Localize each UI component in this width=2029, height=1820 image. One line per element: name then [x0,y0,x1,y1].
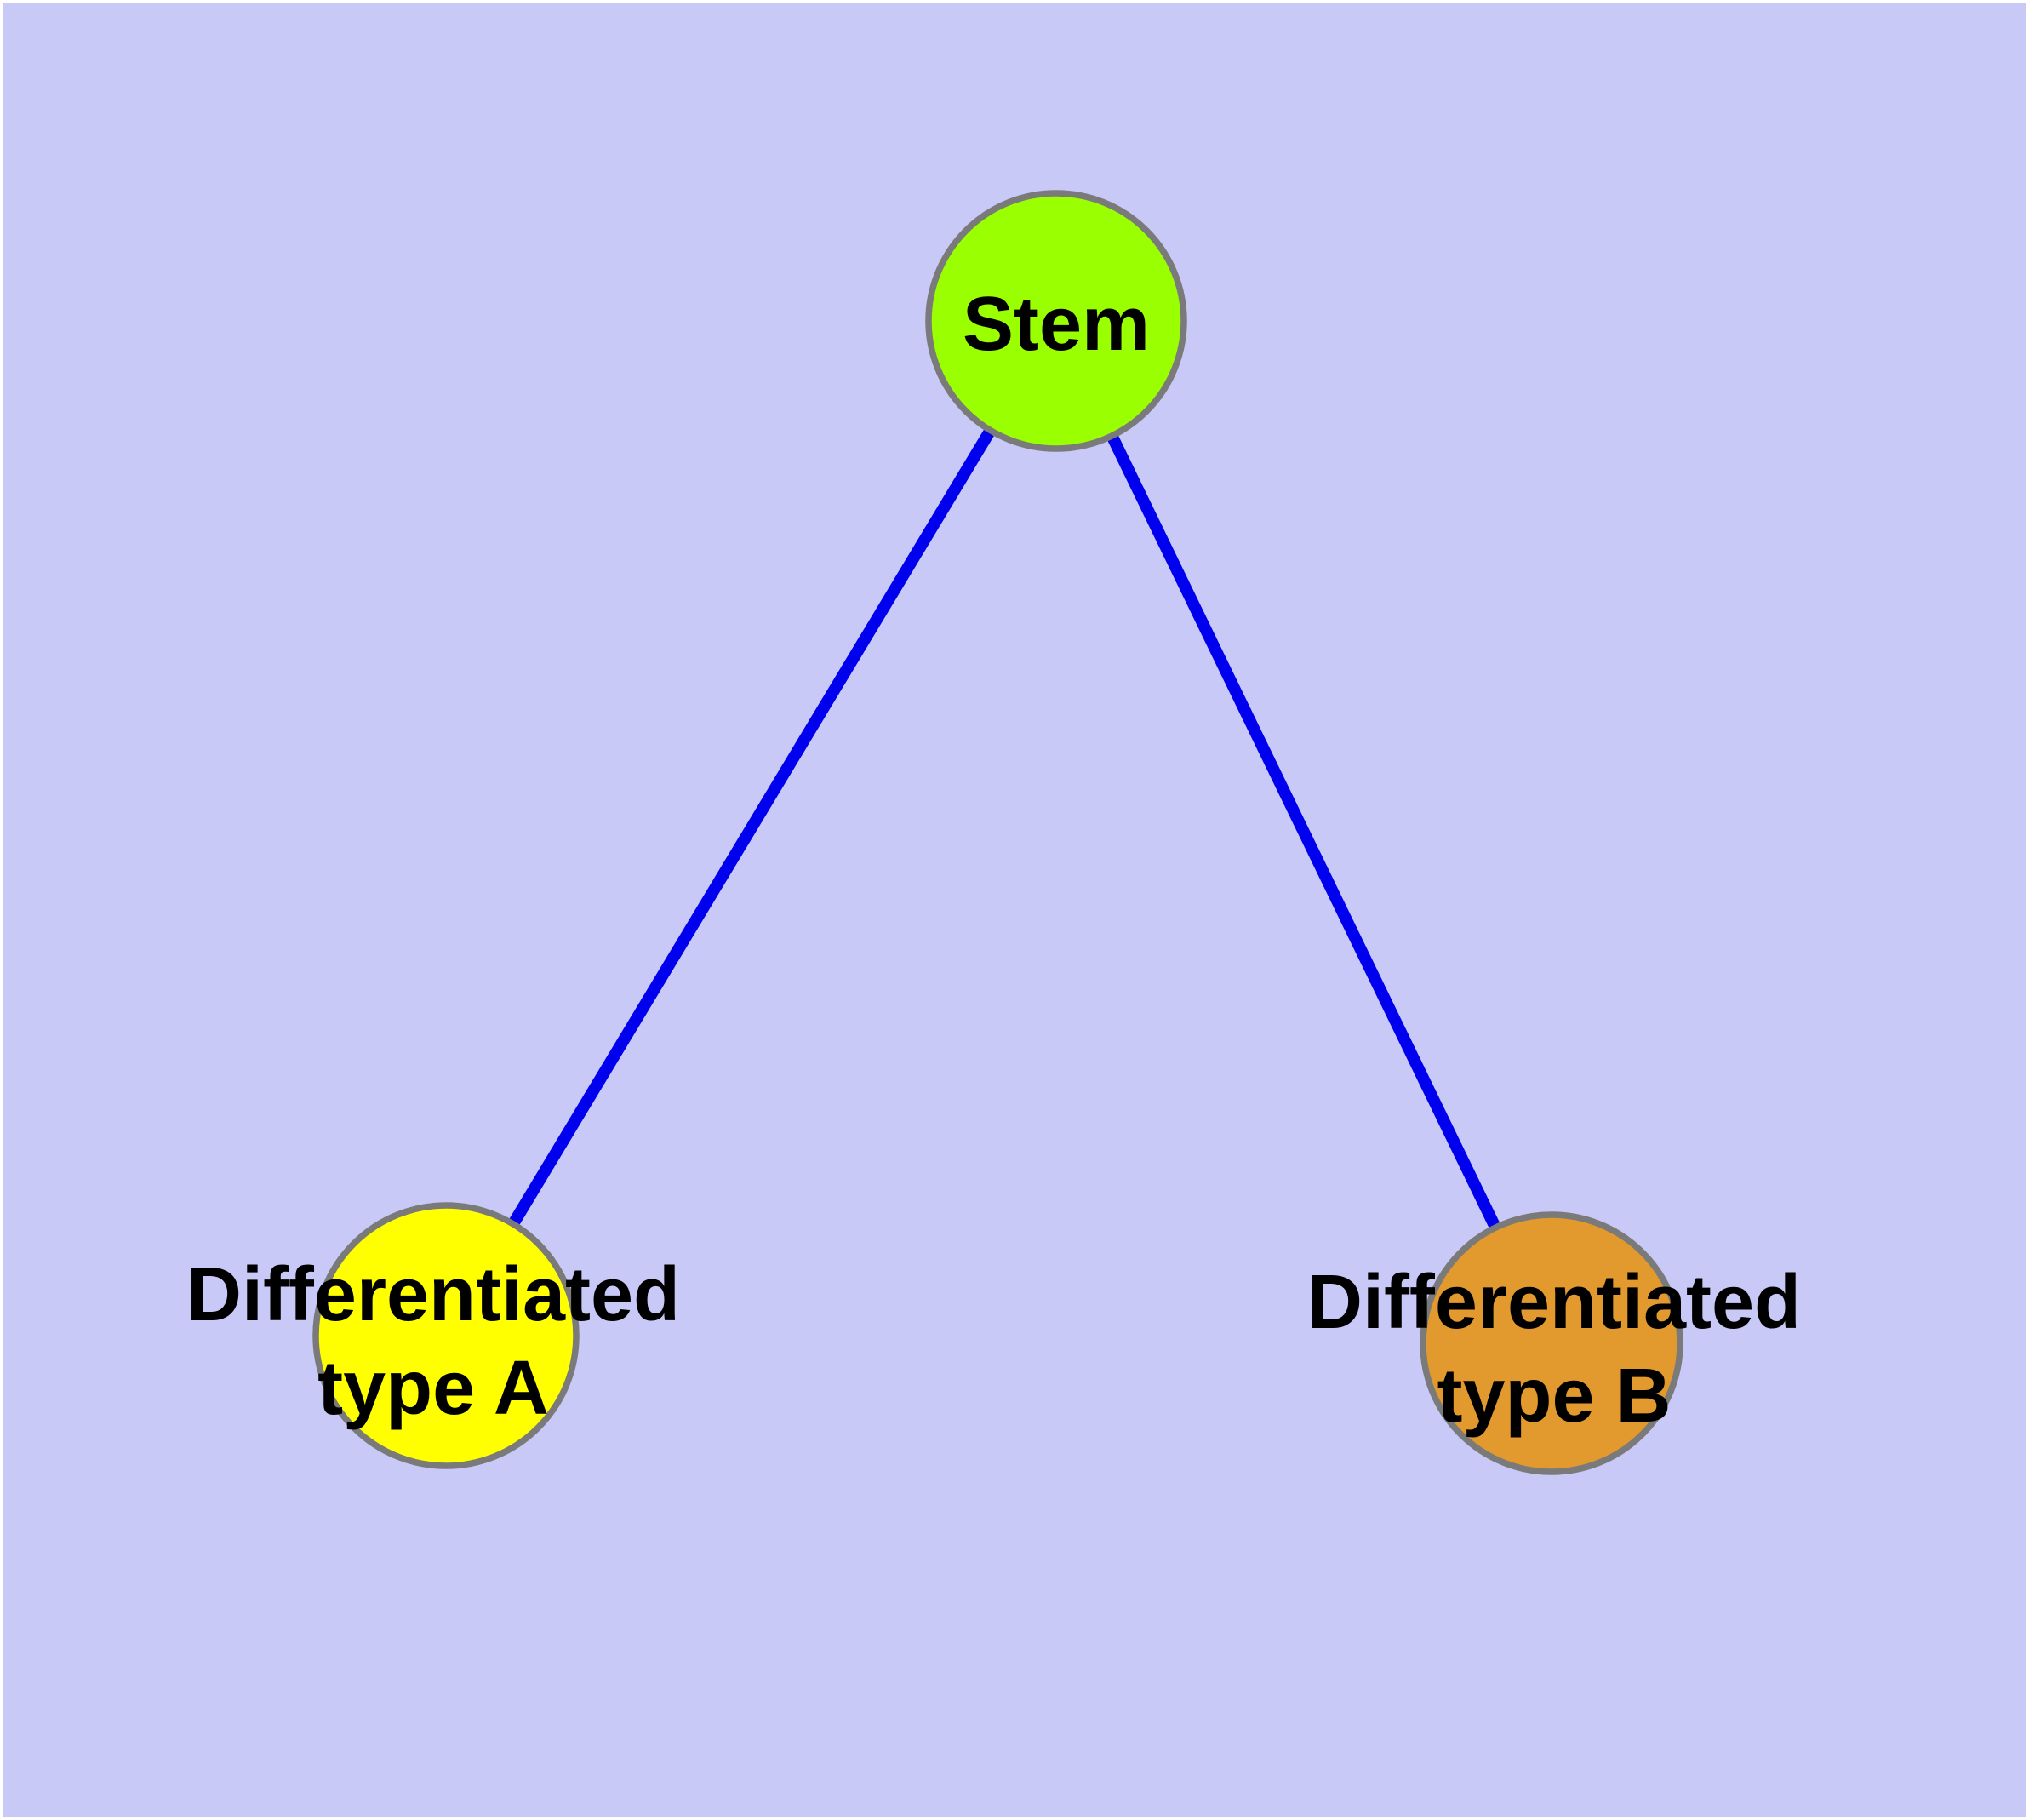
edge-stem-to-differentiated-type-a [441,318,1061,1339]
node-stem-circle [925,190,1187,452]
node-differentiated-type-b-label-line-2: type B [1437,1354,1671,1439]
node-differentiated-type-b-label-line-1: Differentiated [1307,1260,1801,1345]
node-differentiated-type-a-label-line-2: type A [317,1346,549,1431]
node-differentiated-type-b-label: Differentiated type B [1307,1260,1801,1439]
node-differentiated-type-a-label-line-1: Differentiated [186,1252,680,1337]
node-differentiated-type-a-label: Differentiated type A [186,1252,680,1431]
node-differentiated-type-b-circle [1420,1211,1683,1475]
node-differentiated-type-a-circle [312,1202,580,1469]
node-stem-label-line-1: Stem [963,282,1150,367]
edge-stem-to-differentiated-type-b [1050,318,1557,1347]
node-stem-label: Stem [963,282,1150,367]
